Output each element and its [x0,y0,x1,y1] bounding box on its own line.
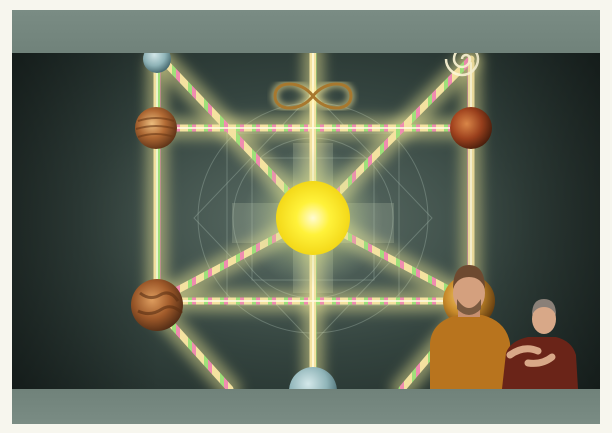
video-frame[interactable] [12,10,600,424]
sacred-geometry-illustration [12,53,600,389]
video-top-letterbox [12,10,600,53]
video-scene[interactable] [12,53,600,389]
video-bottom-letterbox [12,389,600,424]
